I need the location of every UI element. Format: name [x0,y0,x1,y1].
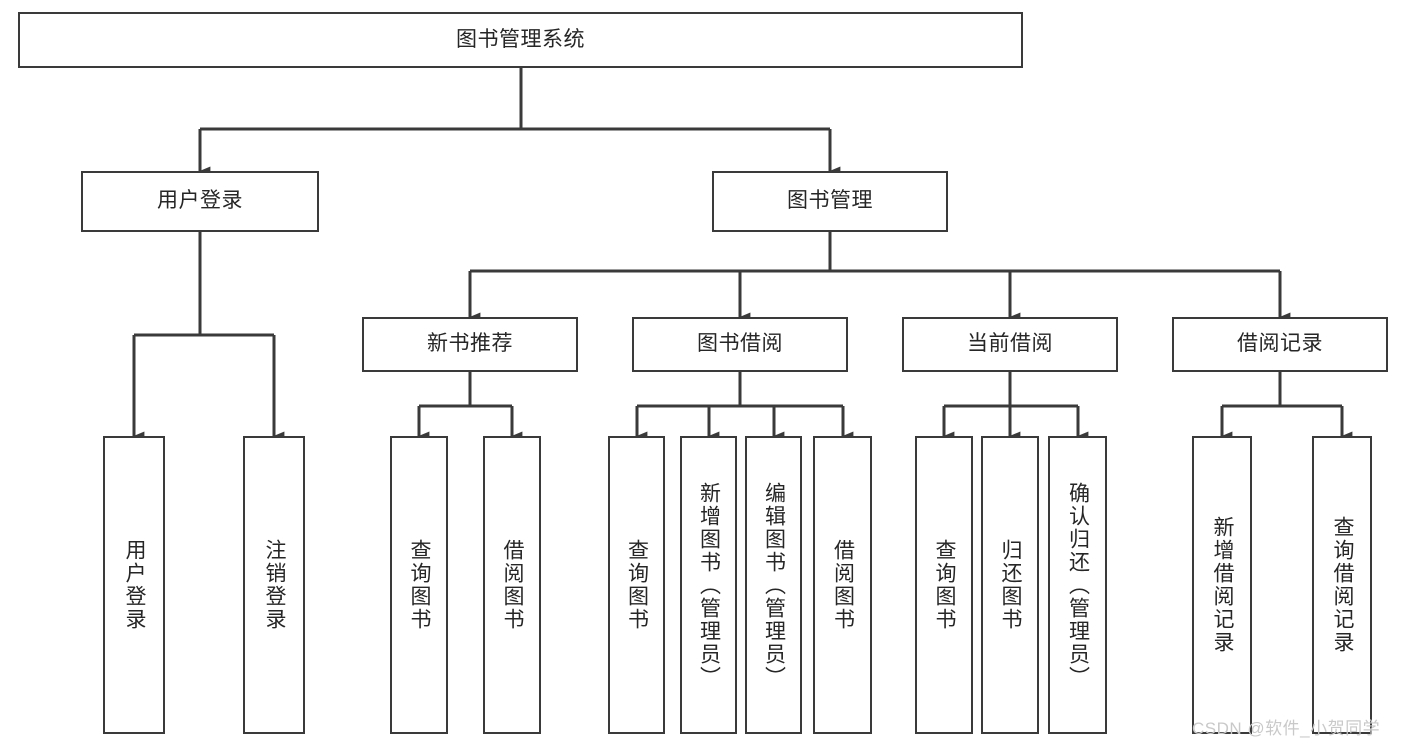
node-root[interactable]: 图书管理系统 [18,12,1023,68]
node-leaf-nb-query[interactable]: 查询图书 [390,436,448,734]
node-leaf-nb-borrow[interactable]: 借阅图书 [483,436,541,734]
node-label-login: 用户登录 [157,189,243,213]
node-label-leaf-bw-query: 查询图书 [625,539,649,631]
node-label-leaf-nb-borrow: 借阅图书 [501,539,525,631]
csdn-watermark: CSDN @软件_小贺同学 [1192,719,1381,738]
node-label-leaf-user-logout: 注销登录 [263,539,287,631]
node-label-leaf-cur-confirm: 确认归还（管理员） [1066,481,1090,689]
node-label-leaf-bw-borrow: 借阅图书 [831,539,855,631]
node-leaf-cur-confirm[interactable]: 确认归还（管理员） [1048,436,1107,734]
node-leaf-bw-borrow[interactable]: 借阅图书 [813,436,872,734]
node-leaf-rec-query[interactable]: 查询借阅记录 [1312,436,1372,734]
node-label-leaf-cur-query: 查询图书 [933,539,957,631]
node-label-leaf-user-login: 用户登录 [123,539,147,631]
node-label-leaf-rec-query: 查询借阅记录 [1331,516,1355,654]
node-leaf-user-logout[interactable]: 注销登录 [243,436,305,734]
node-label-leaf-nb-query: 查询图书 [408,539,432,631]
node-newbook[interactable]: 新书推荐 [362,317,578,372]
node-label-leaf-cur-return: 归还图书 [999,539,1023,631]
node-label-bookmgmt: 图书管理 [787,189,873,213]
node-label-records: 借阅记录 [1237,332,1323,356]
node-label-leaf-rec-add: 新增借阅记录 [1211,516,1235,654]
node-leaf-cur-query[interactable]: 查询图书 [915,436,973,734]
node-label-leaf-bw-add: 新增图书（管理员） [697,481,721,689]
node-label-leaf-bw-edit: 编辑图书（管理员） [762,481,786,689]
node-bookmgmt[interactable]: 图书管理 [712,171,948,232]
node-records[interactable]: 借阅记录 [1172,317,1388,372]
node-leaf-user-login[interactable]: 用户登录 [103,436,165,734]
node-current[interactable]: 当前借阅 [902,317,1118,372]
node-label-root: 图书管理系统 [456,27,585,51]
node-login[interactable]: 用户登录 [81,171,319,232]
node-leaf-cur-return[interactable]: 归还图书 [981,436,1039,734]
node-borrow[interactable]: 图书借阅 [632,317,848,372]
node-leaf-bw-add[interactable]: 新增图书（管理员） [680,436,737,734]
node-label-borrow: 图书借阅 [697,332,783,356]
node-label-newbook: 新书推荐 [427,332,513,356]
node-leaf-rec-add[interactable]: 新增借阅记录 [1192,436,1252,734]
node-label-current: 当前借阅 [967,332,1053,356]
node-leaf-bw-edit[interactable]: 编辑图书（管理员） [745,436,802,734]
node-leaf-bw-query[interactable]: 查询图书 [608,436,665,734]
